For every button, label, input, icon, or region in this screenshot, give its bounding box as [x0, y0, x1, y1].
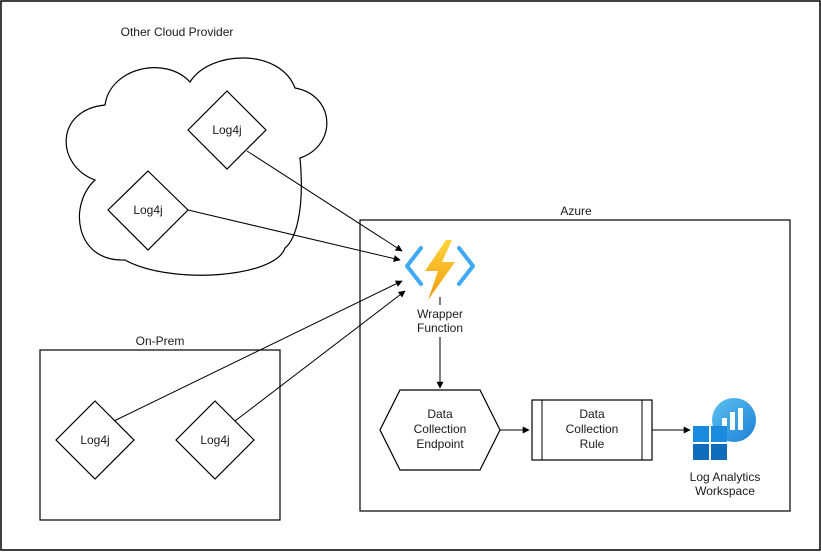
workspace-label-line2: Workspace	[695, 484, 755, 498]
dcr-label-line2: Collection	[566, 422, 619, 436]
data-collection-rule: Data Collection Rule	[531, 399, 653, 461]
log4j-onprem-2-label: Log4j	[200, 433, 229, 447]
arrow-cloud1-to-function	[246, 150, 403, 252]
cloud-title: Other Cloud Provider	[121, 25, 234, 39]
log4j-onprem-2: Log4j	[175, 400, 255, 480]
log4j-cloud-2: Log4j	[107, 170, 189, 251]
azure-container	[359, 219, 791, 512]
workspace-label-line1: Log Analytics	[690, 470, 761, 484]
azure-title: Azure	[560, 204, 592, 218]
wrapper-label-line2: Function	[417, 321, 463, 335]
arrow-onprem1-to-function	[113, 280, 403, 422]
dcr-label-line3: Rule	[580, 437, 605, 451]
log-analytics-workspace-icon	[693, 398, 756, 460]
log4j-cloud-1-label: Log4j	[212, 123, 241, 137]
dcr-label-line1: Data	[579, 407, 605, 421]
dce-label-line3: Endpoint	[416, 437, 464, 451]
dce-label-line2: Collection	[414, 422, 467, 436]
azure-function-icon	[405, 240, 475, 300]
wrapper-label-line1: Wrapper	[417, 307, 463, 321]
onprem-title: On-Prem	[136, 334, 185, 348]
data-collection-endpoint: Data Collection Endpoint	[379, 389, 501, 471]
arrow-cloud2-to-function	[187, 209, 401, 262]
cloud-shape	[65, 57, 328, 276]
log4j-cloud-2-label: Log4j	[133, 203, 162, 217]
dce-label-line1: Data	[427, 407, 453, 421]
arrow-onprem2-to-function	[234, 290, 406, 422]
log4j-cloud-1: Log4j	[187, 90, 267, 170]
log4j-onprem-1-label: Log4j	[80, 433, 109, 447]
